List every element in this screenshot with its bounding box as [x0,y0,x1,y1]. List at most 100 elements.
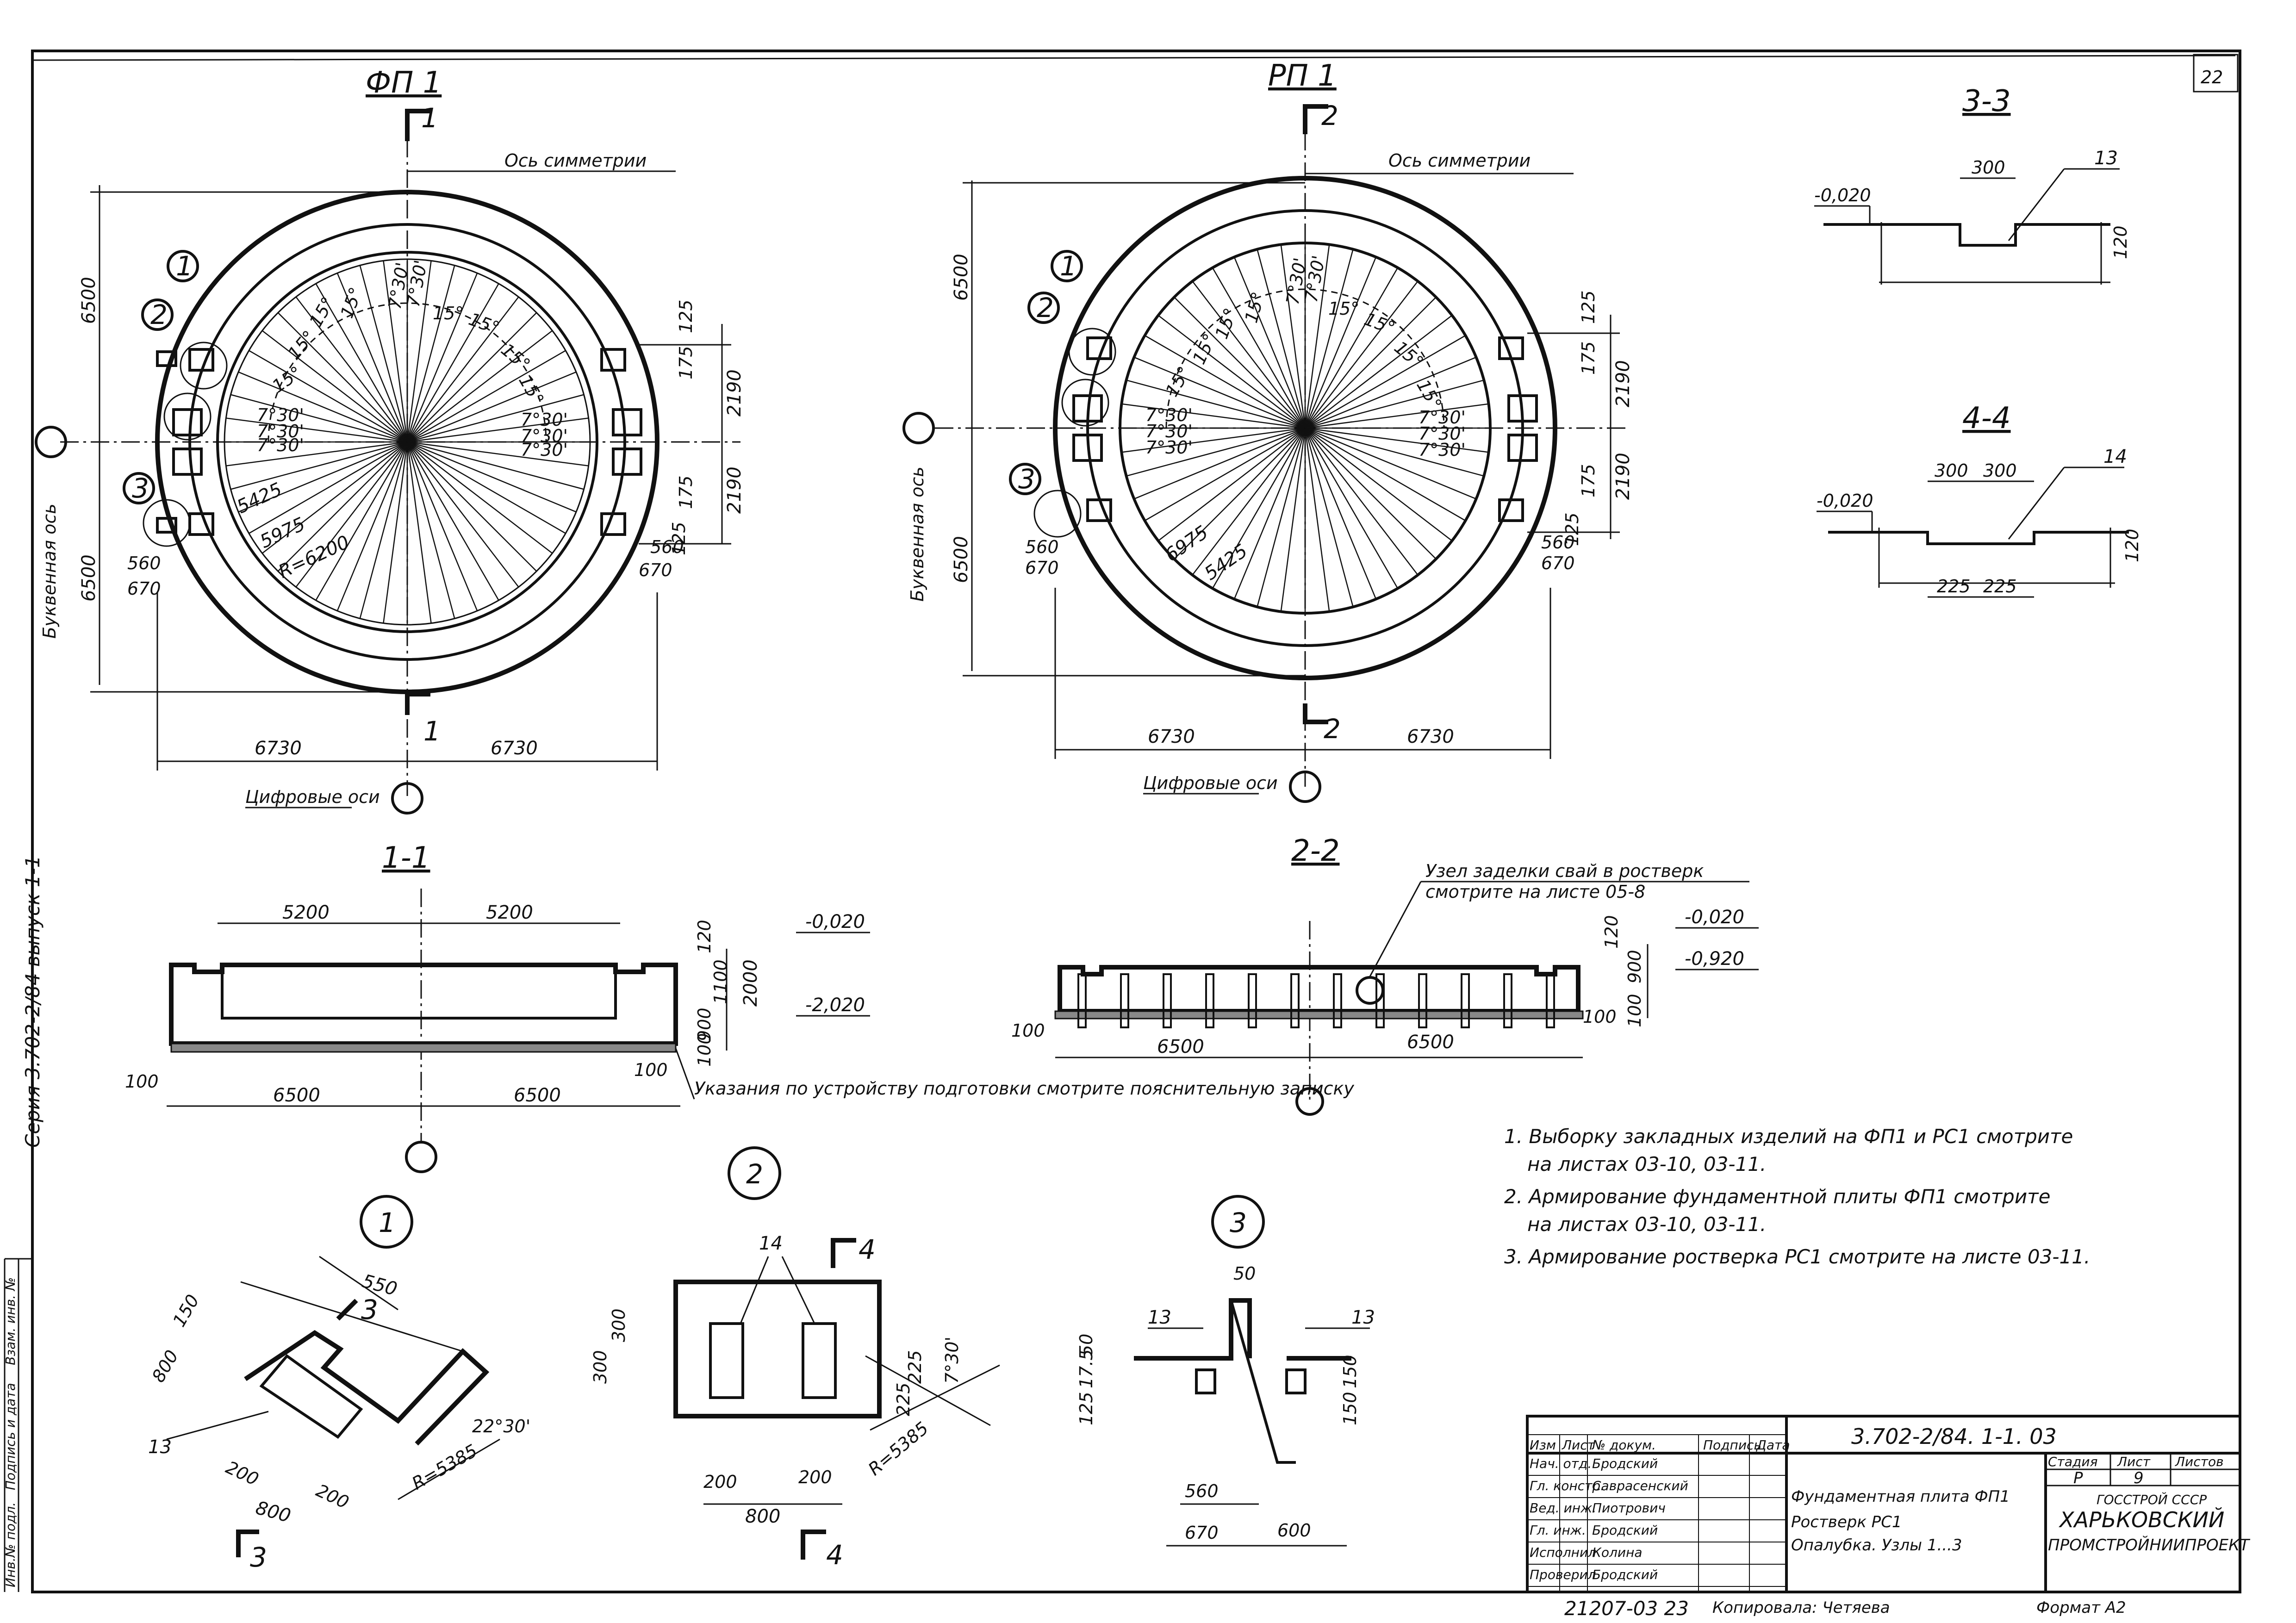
fp1-node-ring [163,392,212,441]
radial-line [336,273,408,442]
pile [1120,973,1129,1028]
sec44-mark-leader [2008,467,2065,540]
sec44-height: 120 [2122,529,2142,562]
rp1-callout-circle[interactable] [1051,250,1083,282]
fp1-callout-circle[interactable] [167,250,199,282]
rp1-outer-circle[interactable] [1053,176,1557,680]
sec11-note: Указания по устройству подготовки смотри… [694,1078,1354,1099]
radial-line [336,442,408,611]
fp1-dim-top-height: 6500 [78,277,100,324]
node3-mark-right: 13 [1351,1307,1375,1328]
radial-line [407,394,584,443]
node3-l175: 17.5 [1076,1349,1096,1388]
node3-number-circle [1211,1195,1265,1249]
radial-line [226,417,408,443]
radial-line [1305,428,1453,541]
node2-section-label-bottom: 4 [826,1539,843,1571]
rp1-pocket [1498,498,1524,522]
fp1-digit-axis-label: Цифровые оси [245,787,380,807]
sec33-mark-leader [2008,168,2065,241]
rp1-angle-15: 15° [1328,298,1359,319]
title-block-grid [1527,1434,1786,1592]
fp1-dim-bottom-height: 6500 [78,554,100,602]
radial-line [1305,427,1466,522]
fp1-callout-circle[interactable] [123,472,155,504]
tb-head-date: Дата [1755,1437,1790,1453]
fp1-angle-730: 7°30' [257,405,304,425]
sec22-pile-note-2: смотрите на листе 05-8 [1425,882,1645,902]
sec11-top-left: 5200 [282,902,330,923]
rp1-callout-circle[interactable] [1027,292,1060,324]
radial-line [1280,428,1306,612]
rp1-ring-circle [1086,209,1524,647]
rp1-angle-15: 15° [1362,309,1398,338]
fp1-angle-730: 7°30' [521,440,568,460]
node3-b670: 670 [1185,1523,1219,1543]
fp1-dim-175-bot: 175 [676,475,696,509]
radial-line [1233,256,1306,429]
section-2-2: 2-2 Узел заделки свай в ростверк смотрит… [1011,834,1759,1116]
fp1-pocket [612,408,642,436]
fp1-pocket [172,448,203,476]
rp1-dim-125-bot: 125 [1562,512,1582,546]
section-4-4: 4-4 -0,020 300 300 14 120 225 225 [1817,401,2142,598]
node2-section-label: 4 [859,1234,876,1265]
fp1-angle-15: 15° [336,285,366,321]
radial-line [1305,315,1453,429]
fp1-pocket [600,512,626,536]
sec22-piles [1077,973,1555,1028]
fp1-dim-half-left: 6730 [255,738,302,759]
rp1-callout-label: 3 [1018,463,1035,495]
section-1-1: 1-1 5200 5200 -0,020 -2,020 120 2000 110… [125,841,1354,1173]
rp1-callout-circle[interactable] [1009,463,1041,495]
rp1-angle-730: 7°30' [1145,421,1193,442]
node2-number-circle [728,1146,781,1200]
fp1-pocket [156,350,177,367]
fp1-digit-axis-bubble [391,782,423,815]
node1-dim [240,1281,463,1352]
sec22-bottom-left: 6500 [1157,1036,1204,1057]
fp1-angle-15: 15° [433,303,464,323]
sec11-h120: 120 [694,920,715,953]
radial-line [1257,249,1306,429]
radial-line [407,371,577,443]
pile [1205,973,1214,1028]
sec33-title: 3-3 [1962,84,2011,118]
fp1-dim-2190-top: 2190 [724,369,745,417]
sheet-frame [31,50,2241,1593]
fp1-callout-circle[interactable] [141,298,174,331]
radial-line [1126,379,1306,429]
pile [1546,973,1555,1028]
radial-line [1305,297,1437,429]
rp1-dim-bottom-height: 6500 [951,536,972,583]
rp1-angle-730: 7°30' [1419,440,1466,460]
fp1-node-ring [143,499,191,547]
node1-section-label: 3 [361,1294,378,1325]
node-3: 3 50 13 13 50 17.5 125 150 150 560 670 6… [1076,1195,1375,1547]
rp1-dim-top-height: 6500 [951,254,972,301]
radial-line [295,296,408,442]
radial-line [407,330,553,442]
title-block: 3.702-2/84. 1-1. 03 Изм Лист № докум. По… [1526,1415,2250,1593]
radial-line [1157,315,1306,429]
note-line: 3. Армирование ростверка РС1 смотрите на… [1504,1245,2090,1268]
tb-role: Гл. инж. [1530,1523,1586,1538]
node-2: 2 14 4 4 300 300 225 225 7°30' R=5385 20… [590,1146,1000,1571]
radial-line [407,442,553,554]
node2-r225: 225 [905,1350,925,1384]
fp1-angle-730: 7°30' [521,410,568,430]
sec44-level: -0,020 [1817,491,1873,511]
rp1-node-ring [1033,490,1082,538]
sec22-pile-callout[interactable] [1356,976,1384,1005]
rp1-dim-175-top: 175 [1578,341,1599,375]
radial-line [277,442,408,572]
node1-dim-2 [319,1256,398,1311]
sec22-h100: 100 [1624,994,1645,1027]
fp1-node-ring [180,342,228,390]
tb-title-2: Ростверк РС1 [1791,1513,1902,1531]
fp1-angle-730: 7°30' [257,435,304,455]
sec44-bottom-1: 225 [1937,576,1971,597]
radial-line [315,283,408,442]
node-1: 1 550 150 800 13 3 3 200 200 800 22°30' … [148,1195,530,1573]
